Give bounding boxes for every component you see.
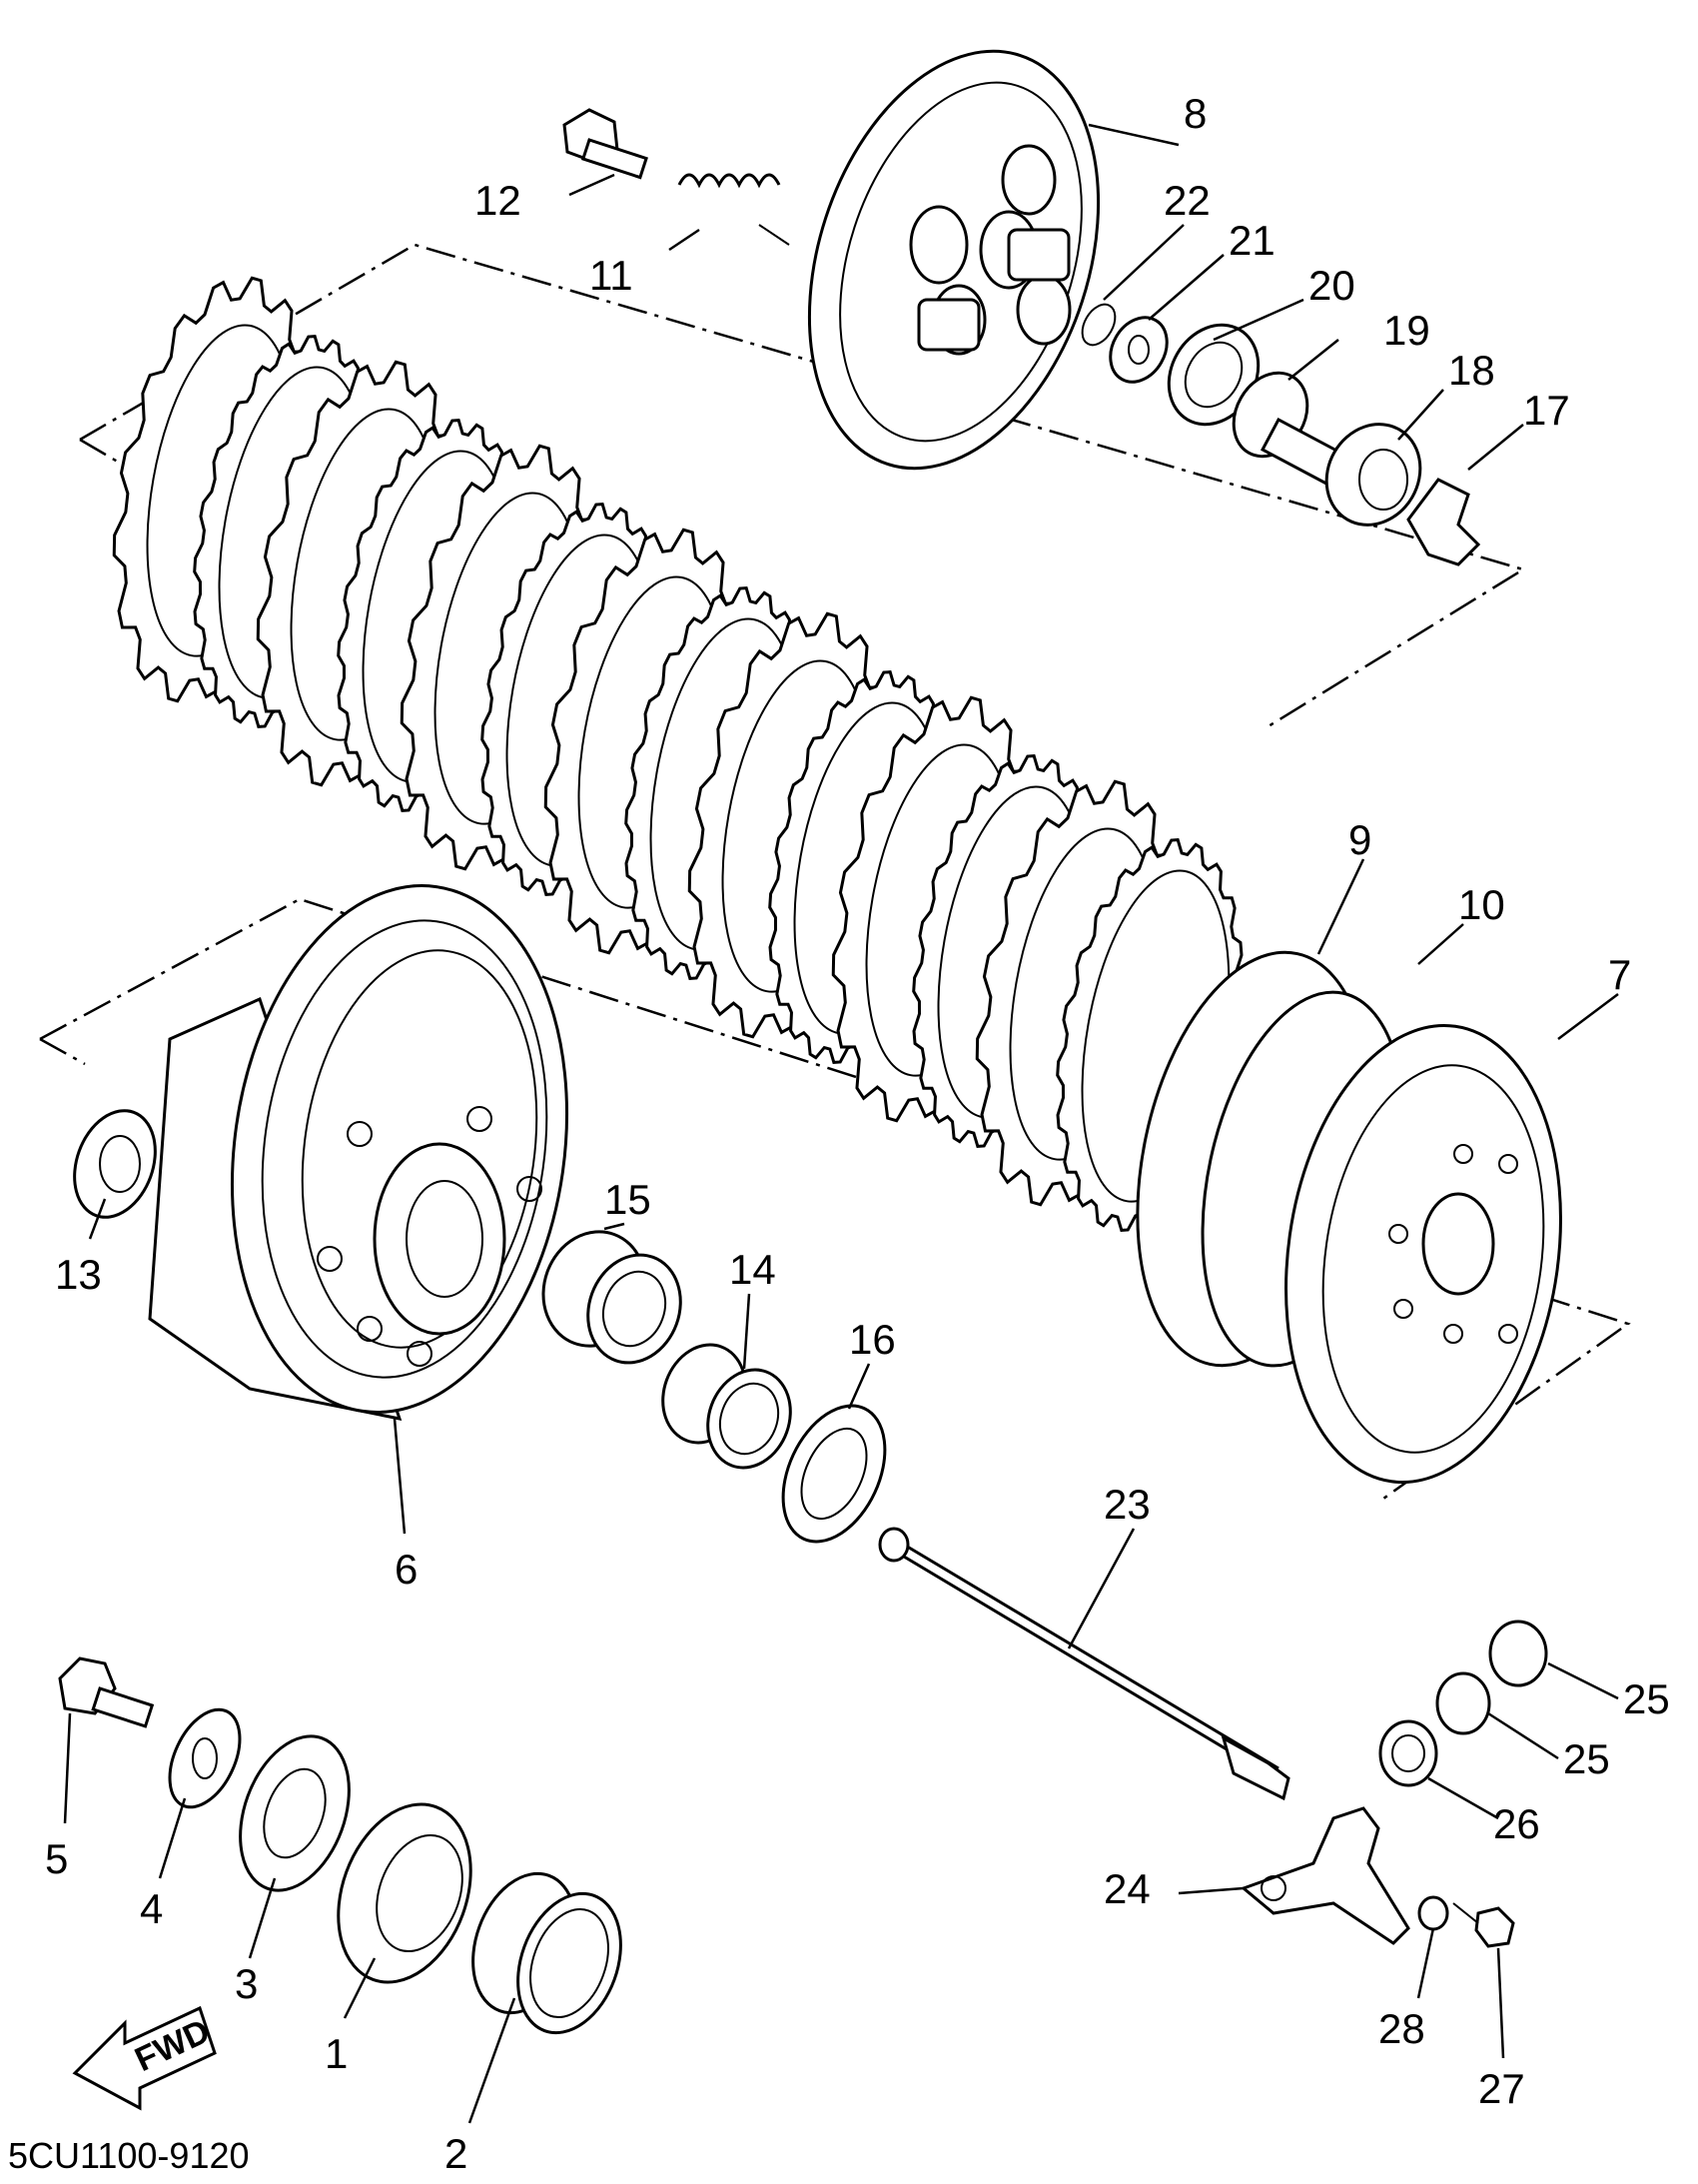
part-label-24: 24 bbox=[1104, 1865, 1151, 1912]
part-label-5: 5 bbox=[45, 1835, 68, 1882]
release-components bbox=[1081, 303, 1481, 566]
bolt-12 bbox=[562, 108, 648, 180]
leader-lines bbox=[63, 123, 1619, 2124]
washer-16 bbox=[781, 1404, 887, 1544]
part-label-18: 18 bbox=[1448, 347, 1495, 394]
part-label-3: 3 bbox=[235, 1960, 258, 2007]
part-label-17: 17 bbox=[1523, 387, 1570, 434]
part-label-20: 20 bbox=[1308, 262, 1355, 309]
lower-assembly-outline bbox=[39, 897, 1631, 1501]
part-label-25a: 25 bbox=[1623, 1675, 1670, 1722]
clutch-housing-6 bbox=[148, 884, 569, 1421]
part-labels: 8 12 11 22 21 20 19 18 17 9 10 7 13 15 1… bbox=[45, 90, 1670, 2177]
part-label-8: 8 bbox=[1184, 90, 1207, 137]
clutch-plate-stack bbox=[112, 276, 1244, 1232]
lower-left-parts bbox=[58, 1656, 622, 2035]
part-label-4: 4 bbox=[140, 1885, 163, 1932]
part-label-22: 22 bbox=[1164, 177, 1211, 224]
part-label-21: 21 bbox=[1229, 217, 1275, 264]
part-label-19: 19 bbox=[1383, 307, 1430, 354]
thrust-washer-13 bbox=[73, 1109, 157, 1219]
part-label-6: 6 bbox=[395, 1546, 418, 1593]
part-label-2: 2 bbox=[444, 2130, 467, 2177]
lower-right-parts bbox=[1241, 1620, 1548, 1948]
part-label-27: 27 bbox=[1478, 2065, 1525, 2112]
part-label-9: 9 bbox=[1348, 816, 1371, 863]
part-label-11: 11 bbox=[589, 252, 633, 299]
part-label-1: 1 bbox=[325, 2030, 348, 2077]
pressure-plate bbox=[807, 49, 1101, 471]
part-label-25b: 25 bbox=[1563, 1735, 1610, 1782]
clutch-boss-group bbox=[1136, 950, 1562, 1485]
part-label-15: 15 bbox=[604, 1176, 651, 1223]
spring-11 bbox=[677, 173, 790, 246]
forward-arrow-icon: FWD bbox=[72, 2005, 217, 2111]
part-label-28: 28 bbox=[1378, 2005, 1425, 2052]
diagram-code: 5CU1100-9120 bbox=[8, 2135, 250, 2176]
needle-bearing-15 bbox=[541, 1230, 682, 1365]
part-label-12: 12 bbox=[474, 177, 521, 224]
part-label-14: 14 bbox=[729, 1246, 776, 1293]
collar-14 bbox=[661, 1343, 792, 1470]
part-label-13: 13 bbox=[55, 1251, 102, 1298]
part-label-23: 23 bbox=[1104, 1481, 1151, 1528]
part-label-16: 16 bbox=[849, 1316, 896, 1363]
part-label-7: 7 bbox=[1608, 951, 1631, 998]
push-rod-23 bbox=[878, 1527, 1290, 1801]
part-label-10: 10 bbox=[1458, 881, 1505, 928]
part-label-26: 26 bbox=[1493, 1800, 1540, 1847]
